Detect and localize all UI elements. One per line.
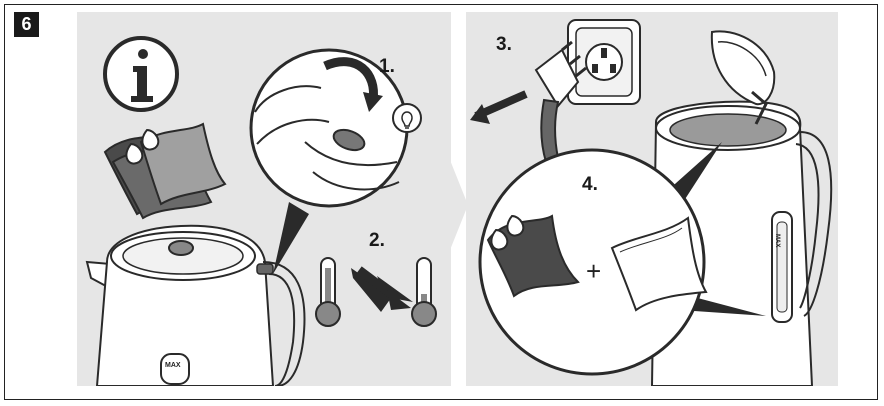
wall-socket-icon: [567, 19, 641, 105]
thermometer-cold-icon: [411, 257, 437, 327]
step-number-badge: 6: [14, 12, 39, 37]
kettle-switch: [256, 263, 274, 275]
magnifier-pointer: [273, 202, 309, 274]
step-4-label: 4.: [582, 174, 598, 195]
magnifier-pointer-bottom: [680, 296, 766, 316]
plug-icon: [534, 40, 587, 164]
kettle-max-label: MAX: [165, 362, 181, 369]
step-2-label: 2.: [369, 230, 385, 251]
plus-sign: +: [586, 256, 602, 286]
lightbulb-icon: [392, 103, 422, 133]
left-panel-illustration: [85, 36, 437, 386]
magnifier-circle-right: [478, 148, 706, 376]
right-panel-illustration: [470, 19, 833, 386]
left-panel: 1. 2. MAX: [77, 12, 451, 386]
info-icon: [103, 36, 179, 112]
dry-cloth-icon: [610, 216, 708, 312]
kettle-max-label-right: MAX: [774, 234, 780, 248]
right-panel: 3. 4. + MAX: [466, 12, 838, 386]
panel-chevron: [450, 160, 468, 250]
damp-cloth-icon: [103, 122, 227, 220]
kettle-illustration: [85, 224, 306, 386]
figure-frame: [4, 4, 878, 400]
step-1-label: 1.: [379, 56, 395, 77]
damp-cloth-icon-right: [486, 214, 580, 298]
unplug-arrow: [470, 104, 490, 124]
step-3-label: 3.: [496, 34, 512, 55]
thermometer-hot-icon: [315, 257, 341, 327]
